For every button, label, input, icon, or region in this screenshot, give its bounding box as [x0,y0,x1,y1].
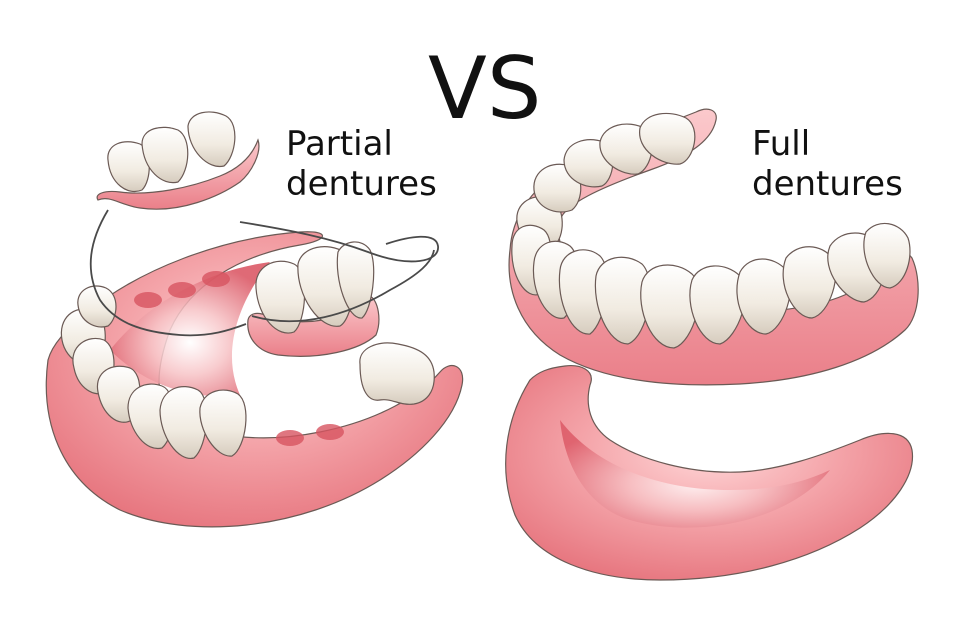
full-dentures-caption: Full dentures [752,124,903,204]
vs-label: VS [428,39,542,139]
partial-wire-clasps [89,209,439,337]
full-caption-line2: dentures [752,164,903,204]
partial-plate-middle [247,295,380,357]
partial-dentures-caption: Partial dentures [286,124,437,204]
partial-caption-line2: dentures [286,164,437,204]
full-upper-back-teeth [516,112,696,248]
full-lower-gum [505,365,914,581]
partial-plate-top-teeth [107,111,236,193]
partial-gum-inner [110,262,270,397]
full-denture-illustration [505,108,919,581]
full-lower-gum-inner [560,420,830,528]
full-caption-line1: Full [752,124,811,164]
partial-lower-teeth [60,285,247,459]
partial-plate-middle-teeth [255,241,375,334]
full-upper-front-teeth [511,222,911,349]
partial-caption-line1: Partial [286,124,393,164]
partial-plate-top [96,138,260,210]
partial-molar [359,342,435,405]
partial-empty-sockets [134,271,344,446]
partial-denture-illustration [45,111,464,528]
